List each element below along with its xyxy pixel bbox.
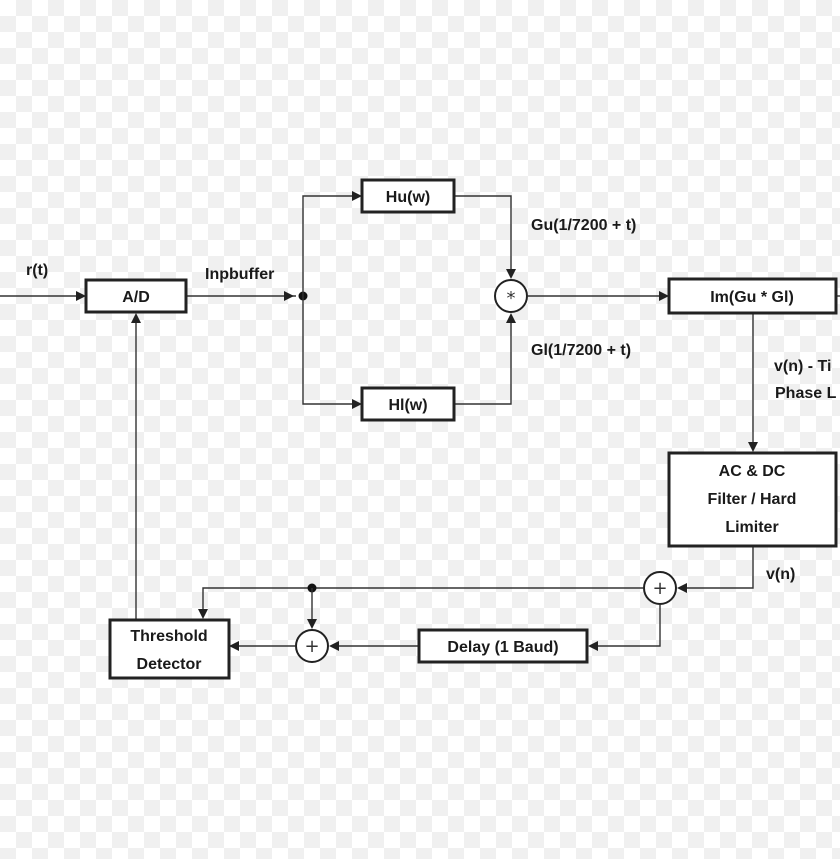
threshold-block — [108, 618, 231, 680]
hl-block — [360, 386, 456, 422]
threshold-label-line2: Detector — [137, 656, 202, 673]
multiplier-node — [494, 279, 528, 313]
multiplier-symbol: * — [507, 288, 516, 309]
filter-label-line1: AC & DC — [719, 463, 786, 480]
arrow-head — [659, 291, 669, 301]
arrow-head — [506, 269, 516, 279]
arrow-head — [229, 641, 239, 651]
arrow-head — [506, 313, 516, 323]
im-label: Im(Gu * Gl) — [710, 289, 794, 306]
phase-label: Phase L — [775, 385, 837, 402]
delay-block — [417, 628, 589, 664]
wire-hl-to-mult — [454, 322, 512, 405]
arrow-head — [352, 399, 362, 409]
sum-node-left — [295, 629, 329, 663]
arrow-head — [352, 191, 362, 201]
filter-block — [667, 451, 838, 548]
arrow-head — [748, 442, 758, 452]
arrow-head — [131, 313, 141, 323]
wire-to-hu — [302, 195, 354, 296]
delay-label: Delay (1 Baud) — [447, 639, 558, 656]
ad-label: A/D — [122, 289, 150, 306]
sum-left-symbol: + — [304, 636, 319, 657]
filter-label-line2: Filter / Hard — [708, 491, 797, 508]
wire-sum-to-threshold — [202, 587, 643, 610]
wire-hu-to-mult — [454, 195, 512, 270]
threshold-label-line1: Threshold — [130, 628, 207, 645]
gu-signal-label: Gu(1/7200 + t) — [531, 217, 636, 234]
wire-filter-to-sum — [686, 546, 754, 589]
hu-label: Hu(w) — [386, 189, 430, 206]
arrow-head — [329, 641, 339, 651]
input-signal-label: r(t) — [26, 262, 48, 279]
wire-to-hl — [302, 296, 354, 405]
arrow-head — [284, 291, 294, 301]
arrow-head — [677, 583, 687, 593]
vn-ti-label: v(n) - Ti — [774, 358, 831, 375]
sum-right-symbol: + — [652, 578, 667, 599]
arrow-head — [588, 641, 598, 651]
im-block — [667, 277, 838, 315]
gl-signal-label: Gl(1/7200 + t) — [531, 342, 631, 359]
hu-block — [360, 178, 456, 214]
arrow-head — [76, 291, 86, 301]
arrow-head — [307, 619, 317, 629]
wire-sum-to-delay — [597, 605, 661, 647]
hl-label: Hl(w) — [388, 397, 427, 414]
arrow-head — [198, 609, 208, 619]
vn-label: v(n) — [766, 566, 795, 583]
inpbuffer-label: Inpbuffer — [205, 266, 274, 283]
sum-node-right — [643, 571, 677, 605]
filter-label-line3: Limiter — [725, 519, 778, 536]
ad-block — [84, 278, 188, 314]
